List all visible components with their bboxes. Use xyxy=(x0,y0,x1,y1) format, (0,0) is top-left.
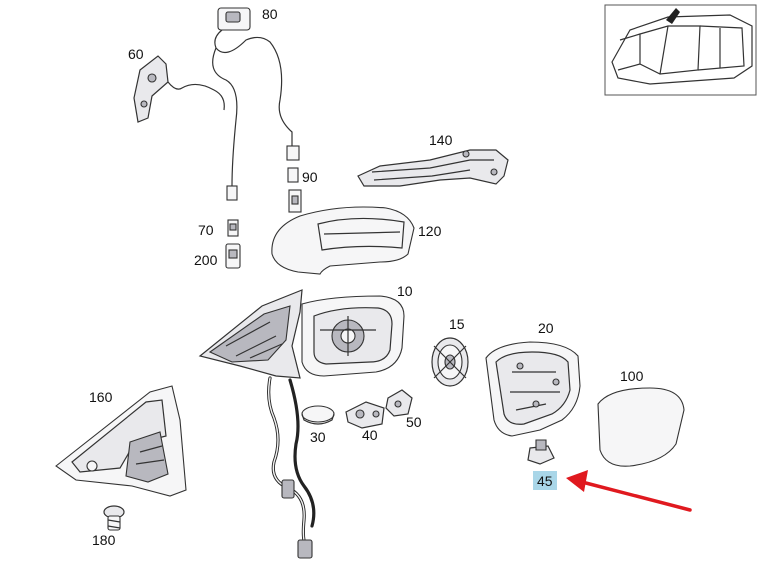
part-45-clip xyxy=(527,439,555,465)
part-45-highlight xyxy=(533,471,557,490)
label-10: 10 xyxy=(397,283,413,299)
pointer-arrow xyxy=(566,470,692,512)
label-90: 90 xyxy=(302,169,318,185)
label-180: 180 xyxy=(92,532,116,548)
part-15-actuator xyxy=(431,337,469,387)
label-40: 40 xyxy=(362,427,378,443)
part-160-sail-cover xyxy=(55,385,187,497)
label-70: 70 xyxy=(198,222,214,238)
label-45: 45 xyxy=(537,473,553,489)
label-80: 80 xyxy=(262,6,278,22)
part-60-bracket xyxy=(133,55,225,123)
part-120-mirror-cover xyxy=(271,206,415,275)
label-140: 140 xyxy=(429,132,453,148)
part-90-connector xyxy=(287,167,302,213)
part-10-mirror-housing xyxy=(198,289,405,379)
part-200-connector xyxy=(225,243,241,269)
main-cable-harness xyxy=(267,376,316,559)
label-100: 100 xyxy=(620,368,644,384)
part-50-bracket xyxy=(385,389,413,417)
label-160: 160 xyxy=(89,389,113,405)
label-15: 15 xyxy=(449,316,465,332)
part-70-connector xyxy=(227,219,239,237)
vehicle-locator-inset xyxy=(604,4,757,96)
part-180-screw xyxy=(103,505,125,531)
part-80-motor-harness xyxy=(212,7,300,201)
part-20-glass-carrier xyxy=(485,341,581,437)
label-60: 60 xyxy=(128,46,144,62)
part-140-turn-signal xyxy=(357,149,509,187)
part-30-cap xyxy=(301,405,335,425)
label-200: 200 xyxy=(194,252,218,268)
label-50: 50 xyxy=(406,414,422,430)
part-40-bracket xyxy=(345,401,385,429)
part-100-mirror-glass xyxy=(597,387,685,467)
label-20: 20 xyxy=(538,320,554,336)
label-30: 30 xyxy=(310,429,326,445)
label-120: 120 xyxy=(418,223,442,239)
